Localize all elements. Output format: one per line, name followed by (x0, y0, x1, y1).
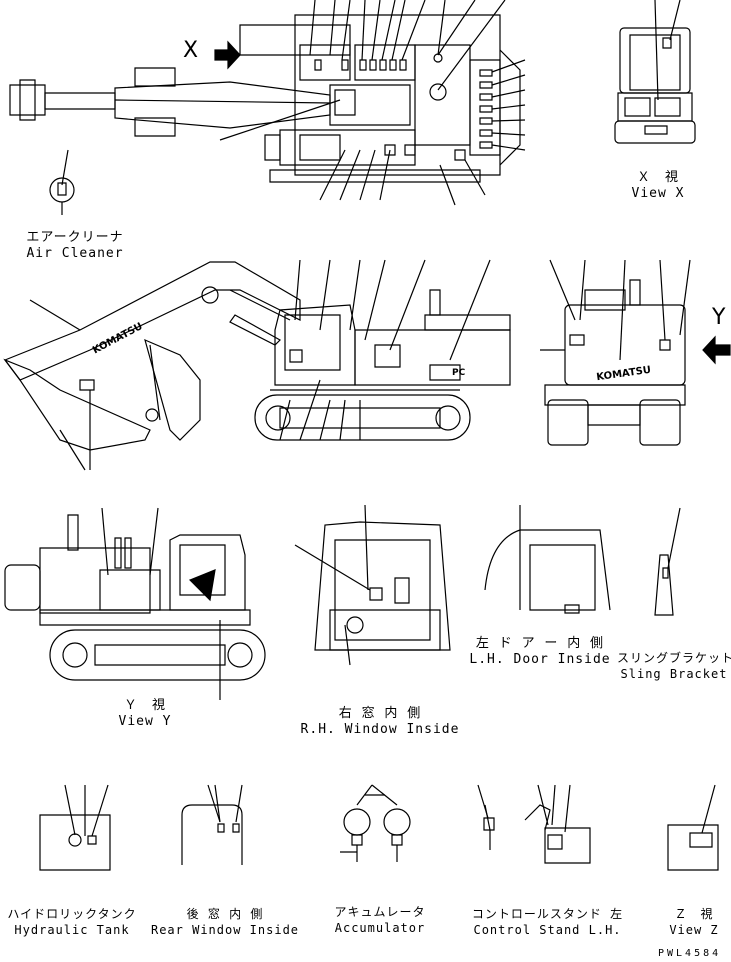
view-x-callout: X (183, 38, 199, 63)
accumulator-label-ja: アキュムレータ (334, 905, 426, 919)
air-cleaner-label-ja: エアークリーナ (26, 230, 124, 245)
hydraulic-tank-label: ハイドロリックタンク Hydraulic Tank (2, 906, 142, 938)
view-y-drawing (5, 508, 265, 700)
view-z-label-ja: Ｚ 視 (674, 907, 714, 921)
accumulator-label-en: Accumulator (334, 921, 426, 935)
view-y-label-en: View Y (118, 714, 172, 729)
control-stand-lh-label-en: Control Stand L.H. (473, 923, 622, 937)
hydraulic-tank-label-en: Hydraulic Tank (14, 923, 130, 937)
view-x-label-en: View X (631, 186, 685, 201)
view-x-drawing (615, 0, 695, 143)
komatsu-rear-mark: KOMATSU (596, 365, 652, 384)
hydraulic-tank-drawing (40, 785, 110, 870)
sling-bracket-label-en: Sling Bracket (620, 667, 728, 681)
view-y-callout: Y (712, 305, 726, 330)
view-y-arrow (703, 337, 730, 363)
view-x-arrow (215, 42, 240, 68)
top-view-excavator (10, 0, 525, 205)
rear-window-inside-label-ja: 後 窓 内 側 (186, 907, 264, 921)
view-y-label-ja: Ｙ 視 (123, 698, 166, 713)
control-stand-lh-label-ja: コントロールスタンド 左 (471, 907, 624, 921)
lh-door-inside-drawing (485, 505, 610, 613)
side-view-excavator (5, 260, 510, 470)
air-cleaner-drawing (50, 150, 74, 215)
view-x-label: Ｘ 視 View X (618, 170, 698, 202)
view-z-drawing (668, 785, 718, 870)
rh-window-inside-drawing (295, 505, 450, 665)
sling-bracket-label-ja: スリングブラケット (617, 651, 731, 665)
rear-window-inside-drawing (182, 785, 242, 865)
rear-window-inside-label: 後 窓 内 側 Rear Window Inside (145, 906, 305, 938)
sling-bracket-drawing (655, 508, 680, 615)
accumulator-drawing (340, 785, 410, 862)
lh-door-inside-label-ja: 左 ド ア ー 内 側 (475, 636, 605, 651)
air-cleaner-label-en: Air Cleaner (26, 246, 124, 261)
view-z-label: Ｚ 視 View Z (660, 906, 728, 938)
accumulator-label: アキュムレータ Accumulator (315, 904, 445, 936)
air-cleaner-label: エアークリーナ Air Cleaner (5, 230, 145, 262)
view-y-label: Ｙ 視 View Y (100, 698, 190, 730)
rear-window-inside-label-en: Rear Window Inside (150, 923, 300, 937)
hydraulic-tank-label-ja: ハイドロリックタンク (7, 907, 137, 921)
control-stand-lh-drawing (478, 785, 590, 863)
view-z-label-en: View Z (669, 923, 719, 937)
komatsu-boom-mark: KOMATSU (91, 321, 145, 356)
sling-bracket-label: スリングブラケット Sling Bracket (617, 650, 731, 682)
lh-door-inside-label-en: L.H. Door Inside (469, 652, 611, 667)
view-x-label-ja: Ｘ 視 (636, 170, 679, 185)
rear-view-excavator (540, 260, 690, 445)
rh-window-inside-label-en: R.H. Window Inside (300, 722, 460, 737)
control-stand-lh-label: コントロールスタンド 左 Control Stand L.H. (465, 906, 630, 938)
pc-model-mark: PC (452, 368, 466, 378)
lh-door-inside-label: 左 ド ア ー 内 側 L.H. Door Inside (465, 636, 615, 668)
document-number: PWL4584 (658, 948, 722, 959)
rh-window-inside-label: 右 窓 内 側 R.H. Window Inside (295, 706, 465, 738)
rh-window-inside-label-ja: 右 窓 内 側 (338, 706, 422, 721)
